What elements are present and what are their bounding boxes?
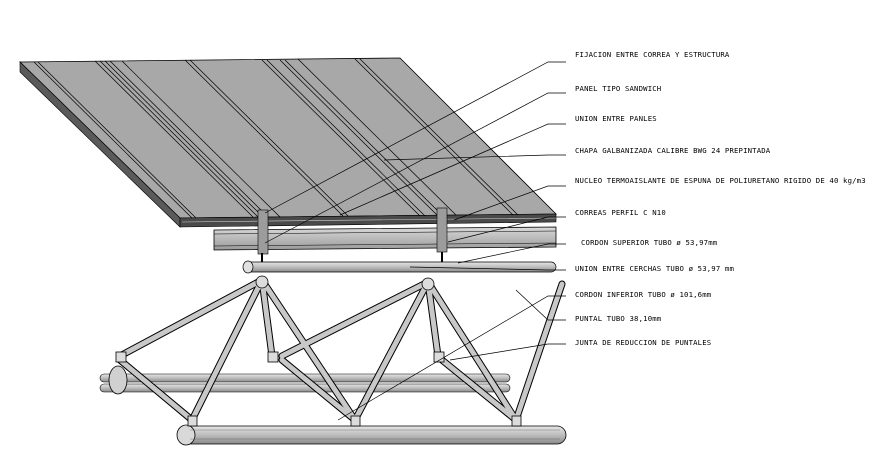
panel-ribs: [33, 58, 519, 219]
panel-top-surface: [19, 57, 557, 219]
strut-joints: [115, 275, 522, 427]
label-chapa: CHAPA GALBANIZADA CALIBRE BWG 24 PREPINT…: [575, 146, 771, 155]
label-cordon-superior: CORDON SUPERIOR TUBO ø 53,97mm: [581, 238, 718, 247]
label-junta-reduccion: JUNTA DE REDUCCION DE PUNTALES: [575, 338, 712, 347]
label-fijacion: FIJACION ENTRE CORREA Y ESTRUCTURA: [575, 50, 730, 59]
web-struts: [116, 276, 566, 424]
label-union-cerchas: UNION ENTRE CERCHAS TUBO ø 53,97 mm: [575, 264, 735, 273]
purlin-c-profile: [213, 207, 557, 255]
label-correas: CORREAS PERFIL C N10: [575, 208, 666, 217]
label-union-paneles: UNION ENTRE PANLES: [575, 114, 657, 123]
sandwich-panel: [19, 57, 557, 228]
leader-lines: [264, 61, 566, 421]
label-puntal: PUNTAL TUBO 38,10mm: [575, 314, 662, 323]
bottom-chords: [99, 365, 567, 446]
label-panel-sandwich: PANEL TIPO SANDWICH: [575, 84, 662, 93]
label-cordon-inferior: CORDON INFERIOR TUBO ø 101,6mm: [575, 290, 712, 299]
label-nucleo: NUCLEO TERMOAISLANTE DE ESPUNA DE POLIUR…: [575, 176, 866, 185]
top-chord-tube: [242, 252, 557, 274]
